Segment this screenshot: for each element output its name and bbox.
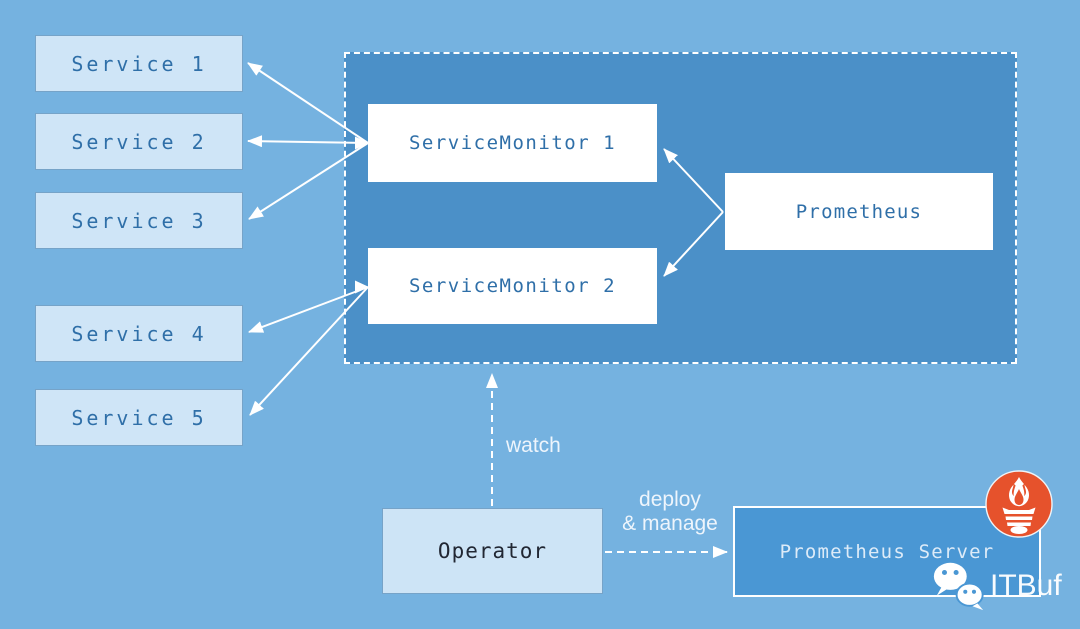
service-1-label: Service 1	[71, 51, 207, 76]
deploy-manage-edge-label: deploy & manage	[608, 488, 732, 536]
prometheus-flame-icon	[985, 470, 1053, 538]
servicemonitor-1-box: ServiceMonitor 1	[368, 104, 657, 182]
watermark: ITBuf	[930, 557, 1062, 615]
service-2-box: Service 2	[35, 113, 243, 170]
operator-box: Operator	[382, 508, 603, 594]
service-5-label: Service 5	[71, 405, 207, 430]
prometheus-box: Prometheus	[725, 173, 993, 250]
prometheus-server-label: Prometheus Server	[779, 540, 995, 563]
prometheus-label: Prometheus	[795, 200, 923, 223]
operator-label: Operator	[437, 539, 548, 563]
deploy-label-line2: & manage	[622, 512, 718, 535]
watermark-text: ITBuf	[990, 569, 1062, 602]
service-5-box: Service 5	[35, 389, 243, 446]
service-4-box: Service 4	[35, 305, 243, 362]
watch-edge-label: watch	[506, 434, 561, 457]
service-3-box: Service 3	[35, 192, 243, 249]
servicemonitor-1-label: ServiceMonitor 1	[408, 132, 617, 154]
service-4-label: Service 4	[71, 321, 207, 346]
service-2-label: Service 2	[71, 129, 207, 154]
wechat-icon	[933, 562, 984, 611]
service-3-label: Service 3	[71, 208, 207, 233]
servicemonitor-2-box: ServiceMonitor 2	[368, 248, 657, 324]
service-1-box: Service 1	[35, 35, 243, 92]
deploy-label-line1: deploy	[639, 488, 701, 511]
servicemonitor-2-label: ServiceMonitor 2	[408, 275, 617, 297]
prometheus-server-box: Prometheus Server	[733, 506, 1041, 597]
